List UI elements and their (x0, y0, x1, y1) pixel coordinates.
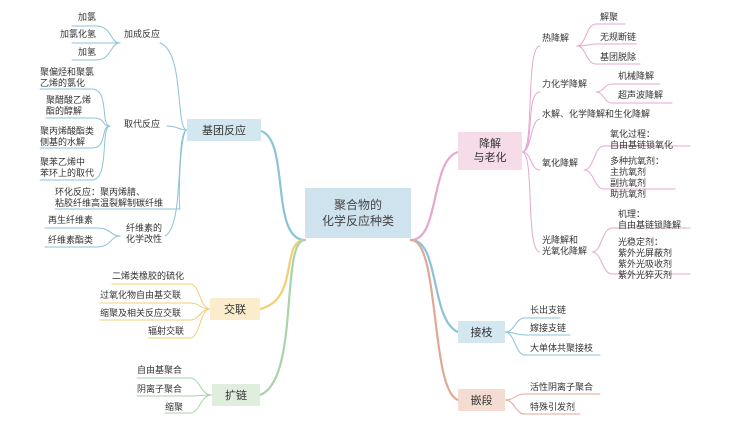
leaf-peroxide-crosslinking[interactable]: 过氧化物自由基交联 (100, 291, 182, 301)
leaf-condensation-crosslinking[interactable]: 缩聚及相关反应交联 (100, 309, 182, 319)
node-hydrolysis-biodegradation[interactable]: 水解、化学降解和生化降解 (542, 110, 651, 120)
node-oxidative-degradation[interactable]: 氧化降解 (542, 159, 579, 169)
pink-branch-links (409, 23, 691, 275)
leaf-alcoholysis[interactable]: 聚醋酸乙烯 酯的醇解 (46, 96, 92, 117)
leaf-ultrasonic-degradation[interactable]: 超声波降解 (618, 91, 664, 101)
leaf-cellulose-esters[interactable]: 纤维素酯类 (48, 236, 94, 246)
leaf-radical-polymerization[interactable]: 自由基聚合 (137, 366, 183, 376)
node-photo-degradation[interactable]: 光降解和 光氧化降解 (542, 236, 588, 257)
node-addition-reaction[interactable]: 加成反应 (124, 30, 161, 40)
node-thermal-degradation[interactable]: 热降解 (542, 34, 570, 44)
leaf-hydrolysis[interactable]: 聚丙烯酸酯类 侧基的水解 (40, 127, 95, 148)
leaf-oxidation-process[interactable]: 氧化过程： 自由基链锁氧化 (610, 130, 674, 151)
node-cyclization[interactable]: 环化反应：聚丙烯腈、 粘胶纤维高温裂解制碳纤维 (55, 188, 164, 209)
leaf-macromonomer-grafting[interactable]: 大单体共聚接枝 (530, 344, 594, 354)
green-branch-links (136, 238, 307, 414)
central-topic[interactable]: 聚合物的 化学反应种类 (305, 188, 411, 238)
branch-chain-extension[interactable]: 扩链 (212, 384, 260, 406)
branch-crosslinking[interactable]: 交联 (210, 298, 260, 320)
leaf-add-chlorine[interactable]: 加氯 (77, 13, 96, 23)
leaf-polycondensation[interactable]: 缩聚 (165, 403, 184, 413)
leaf-group-removal[interactable]: 基团脱除 (600, 53, 637, 63)
leaf-depolymerization[interactable]: 解聚 (600, 13, 619, 23)
branch-block[interactable]: 嵌段 (458, 389, 505, 411)
leaf-benzene-substitution[interactable]: 聚苯乙烯中 苯环上的取代 (40, 158, 95, 179)
leaf-regenerated-cellulose[interactable]: 再生纤维素 (48, 216, 94, 226)
leaf-anionic-polymerization[interactable]: 阴离子聚合 (137, 385, 183, 395)
leaf-graft-branches[interactable]: 嫁接支链 (530, 324, 567, 334)
blue-lower-links (409, 238, 601, 356)
branch-grafting[interactable]: 接枝 (458, 321, 505, 343)
leaf-diene-vulcanization[interactable]: 二烯类橡胶的硫化 (112, 272, 185, 282)
branch-degradation-aging[interactable]: 降解 与老化 (458, 132, 522, 170)
leaf-mechanism[interactable]: 机理： 自由基链锁降解 (618, 210, 682, 231)
node-mechanochemical-degradation[interactable]: 力化学降解 (542, 80, 588, 90)
leaf-light-stabilizers[interactable]: 光稳定剂： 紫外光屏蔽剂 紫外光吸收剂 紫外光猝灭剂 (618, 238, 673, 281)
leaf-special-initiator[interactable]: 特殊引发剂 (530, 403, 576, 413)
leaf-mechanical-degradation[interactable]: 机械降解 (618, 72, 655, 82)
leaf-antioxidants[interactable]: 多种抗氧剂： 主抗氧剂 副抗氧剂 助抗氧剂 (610, 157, 665, 200)
node-cellulose-modification[interactable]: 纤维素的 化学改性 (126, 224, 163, 245)
node-substitution-reaction[interactable]: 取代反应 (124, 120, 161, 130)
red-branch-links (409, 238, 601, 415)
branch-group-reaction[interactable]: 基团反应 (187, 119, 261, 141)
leaf-add-hydrogen[interactable]: 加氢 (77, 48, 96, 58)
yellow-branch-links (99, 238, 307, 339)
leaf-radiation-crosslinking[interactable]: 辐射交联 (148, 327, 185, 337)
leaf-grow-branches[interactable]: 长出支链 (530, 306, 567, 316)
leaf-living-anionic[interactable]: 活性阴离子聚合 (530, 383, 594, 393)
blue-branch-links (39, 25, 307, 248)
leaf-chlorination[interactable]: 聚偏烃和聚氯 乙烯的氯化 (40, 68, 95, 89)
leaf-random-scission[interactable]: 无规断链 (600, 33, 637, 43)
leaf-add-hcl[interactable]: 加氯化氢 (59, 30, 96, 40)
